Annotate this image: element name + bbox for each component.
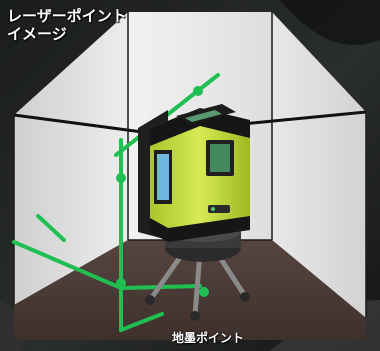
caption-line-2: イメージ (7, 25, 67, 43)
left-wall (14, 12, 128, 305)
caption: レーザーポイント イメージ (7, 7, 127, 43)
laser-level-device (138, 104, 250, 321)
floor-point-label: 地墨ポイント (172, 331, 245, 345)
caption-line-1: レーザーポイント (7, 7, 127, 25)
laser-point-dots (116, 86, 209, 297)
right-wall (272, 12, 366, 318)
floor (14, 240, 366, 340)
